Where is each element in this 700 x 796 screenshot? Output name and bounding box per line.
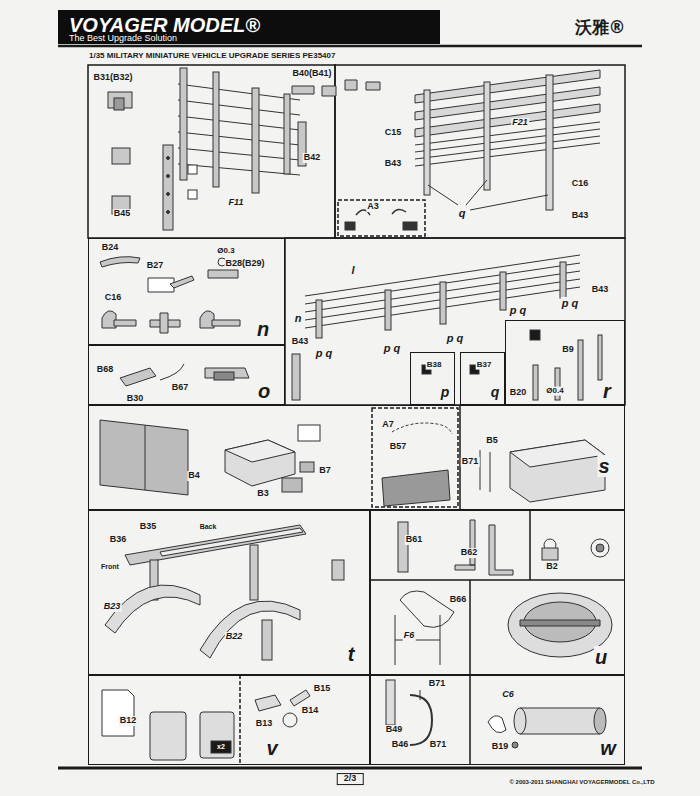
stowage-boxes	[100, 420, 605, 506]
part-number: B36	[109, 535, 128, 545]
part-number: B71	[428, 679, 447, 689]
step-ref: p q	[561, 297, 580, 309]
part-number: B43	[571, 211, 590, 221]
step-letter: n	[256, 318, 270, 340]
step-letter: u	[594, 646, 608, 668]
part-number: B62	[460, 548, 479, 558]
part-number: B43	[384, 159, 403, 169]
step-ref: p q	[509, 304, 528, 316]
step-ref: q	[458, 207, 467, 219]
part-name: B23	[103, 602, 122, 612]
part-number: C16	[571, 179, 590, 189]
small-parts-n-o	[100, 257, 249, 386]
step-letter: r	[602, 380, 612, 402]
brand-text: The Best Upgrade Solution	[69, 34, 177, 44]
dimension: Ø0.4	[545, 387, 564, 396]
step-letter: w	[599, 737, 617, 759]
step-inset: B38 p	[410, 352, 455, 405]
part-number: B40(B41)	[291, 69, 332, 79]
part-name: F21	[511, 118, 529, 128]
part-number: A7	[381, 420, 395, 430]
part-number: A3	[366, 202, 380, 212]
part-number: B42	[303, 153, 322, 163]
part-name: C6	[501, 690, 515, 700]
part-number: B67	[171, 383, 190, 393]
step-ref: n	[294, 312, 303, 324]
part-number: B49	[385, 725, 404, 735]
part-number: C15	[384, 128, 403, 138]
direction-note: Back	[199, 523, 218, 531]
part-number: B30	[126, 394, 145, 404]
part-number: B35	[139, 522, 158, 532]
part-number: B71	[461, 457, 480, 467]
part-number: B5	[485, 436, 499, 446]
part-number: B43	[291, 337, 310, 347]
step-panel: n	[88, 238, 285, 345]
brand-chinese: 沃雅®	[574, 18, 627, 37]
part-number: B57	[389, 442, 408, 452]
step-ref: p q	[446, 332, 465, 344]
step-ref: p q	[383, 342, 402, 354]
part-number: B66	[449, 595, 468, 605]
step-letter: p	[440, 385, 451, 400]
part-number: B37	[476, 361, 493, 370]
step-panel: o	[88, 345, 285, 405]
part-number: B3	[256, 489, 270, 499]
part-name: F6	[403, 631, 416, 641]
direction-note: Front	[100, 563, 120, 571]
brand-text: VOYAGER MODEL®	[69, 14, 260, 36]
fence-f11	[108, 68, 417, 230]
page-number: 2/3	[337, 773, 364, 785]
part-number: B68	[96, 365, 115, 375]
part-number: B9	[561, 345, 575, 355]
part-number: B38	[426, 361, 443, 370]
step-panel: t	[88, 510, 370, 675]
part-number: B45	[113, 209, 132, 219]
part-number: B71	[429, 740, 448, 750]
step-letter: o	[257, 380, 271, 402]
rail-assembly	[292, 255, 602, 400]
series-title: 1/35 MILITARY MINIATURE VEHICLE UPGRADE …	[88, 52, 336, 61]
step-letter: t	[347, 643, 356, 665]
part-number: B15	[313, 684, 332, 694]
brand-header: VOYAGER MODEL®The Best Upgrade Solution	[58, 10, 440, 44]
step-panel: s	[88, 405, 625, 510]
part-number: B2	[545, 562, 559, 572]
fence-f21	[415, 70, 600, 210]
jerrycans-tube	[102, 680, 606, 760]
quantity-icon: x2	[215, 743, 227, 751]
part-name: F11	[228, 198, 245, 208]
step-letter: s	[597, 455, 610, 477]
part-name: B22	[225, 632, 244, 642]
part-number: B27	[146, 261, 165, 271]
part-number: B13	[255, 719, 274, 729]
part-number: B24	[101, 243, 120, 253]
part-number: B31(B32)	[92, 73, 133, 83]
part-number: B19	[491, 742, 510, 752]
step-ref: l	[350, 264, 355, 276]
part-number: B28(B29)	[224, 259, 265, 269]
part-number: B4	[187, 471, 201, 481]
stowage-bench-fenders	[105, 520, 612, 665]
step-inset: B37 q	[460, 352, 505, 405]
step-letter: q	[490, 385, 501, 400]
part-number: B46	[391, 740, 410, 750]
part-number: B61	[405, 535, 424, 545]
part-number: B43	[591, 285, 610, 295]
sheet-frame	[58, 46, 642, 768]
copyright: © 2003-2011 SHANGHAI VOYAGERMODEL Co.,LT…	[508, 779, 655, 786]
part-number: B20	[509, 388, 528, 398]
part-number: B12	[119, 716, 138, 726]
part-number: B7	[318, 466, 332, 476]
step-ref: p q	[315, 347, 334, 359]
part-number: B14	[301, 706, 320, 716]
part-number: C16	[104, 293, 123, 303]
step-letter: v	[265, 737, 278, 759]
dimension: Ø0.3	[216, 247, 235, 256]
